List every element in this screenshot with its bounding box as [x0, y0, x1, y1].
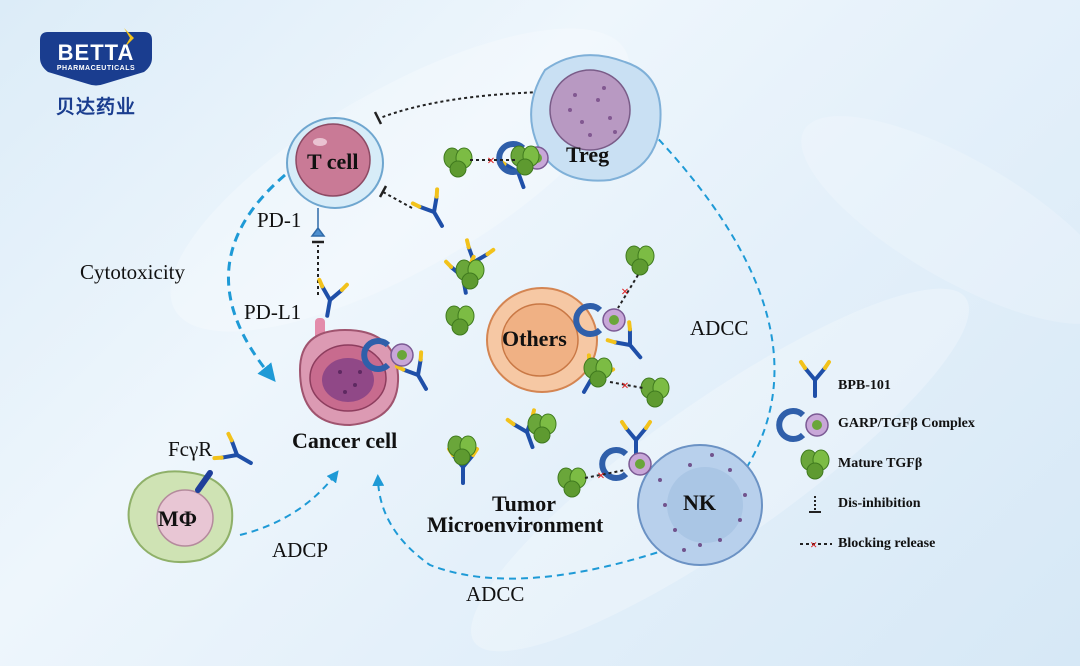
legend-label: BPB-101	[838, 378, 891, 393]
legend-label: Blocking release	[838, 536, 936, 551]
pd1-label: PD-1	[257, 208, 302, 232]
others-label: Others	[502, 326, 567, 351]
adcc-treg-arrow	[645, 125, 776, 479]
nk-cell	[637, 444, 763, 566]
logo-sub: PHARMACEUTICALS	[56, 65, 136, 72]
blocking-release-3: ×	[609, 379, 644, 394]
legend-label: Dis-inhibition	[838, 496, 921, 511]
legend-label: GARP/TGFβ Complex	[838, 416, 975, 431]
adcp-arrow	[239, 470, 339, 536]
adcp-label: ADCP	[272, 538, 329, 562]
legend-item-garp: GARP/TGFβ Complex	[798, 410, 1068, 440]
legend-label: Mature TGFβ	[838, 456, 923, 471]
betta-logo: BETTA PHARMACEUTICALS 贝达药业	[38, 26, 154, 118]
cancer-cell-label: Cancer cell	[292, 428, 398, 453]
blocking-release-2: ×	[617, 274, 639, 309]
logo-brand: BETTA	[57, 40, 135, 65]
tme-label-line2: Microenvironment	[427, 512, 604, 537]
t-cell-label: T cell	[307, 149, 359, 174]
cytotoxicity-label: Cytotoxicity	[80, 260, 185, 284]
svg-text:×: ×	[621, 379, 629, 394]
legend-item-blocking-release: Blocking release	[798, 530, 1068, 560]
blocking-release-4: ×	[584, 469, 626, 484]
svg-text:×: ×	[487, 154, 495, 169]
adcc-cancer-arrow	[372, 474, 681, 580]
macrophage-label: MΦ	[158, 506, 198, 531]
svg-text:×: ×	[621, 285, 629, 300]
svg-text:×: ×	[810, 537, 817, 552]
t-cell	[286, 117, 384, 237]
tme-label-line1: Tumor	[492, 491, 556, 516]
svg-text:×: ×	[597, 469, 605, 484]
pdl1-label: PD-L1	[244, 300, 302, 324]
legend-icons: ×	[779, 360, 832, 552]
treg-inhibition-line	[379, 91, 546, 119]
treg-label: Treg	[566, 142, 610, 167]
cytotoxicity-arrow	[227, 173, 286, 382]
fcgr-label: FcγR	[168, 437, 213, 461]
macrophage-cell	[127, 470, 234, 564]
treg-cell	[530, 54, 662, 182]
adcc-bottom-label: ADCC	[466, 582, 525, 606]
legend-item-bpb101: BPB-101	[798, 372, 1068, 402]
nk-label: NK	[683, 490, 716, 515]
others-cell	[486, 287, 598, 393]
cancer-cell	[298, 318, 400, 427]
legend-item-dis-inhibition: Dis-inhibition	[798, 490, 1068, 520]
logo-chinese: 贝达药业	[55, 96, 136, 118]
legend-item-tgfb: Mature TGFβ	[798, 450, 1068, 480]
adcc-right-label: ADCC	[690, 316, 749, 340]
blocking-release-1: ×	[470, 154, 515, 169]
